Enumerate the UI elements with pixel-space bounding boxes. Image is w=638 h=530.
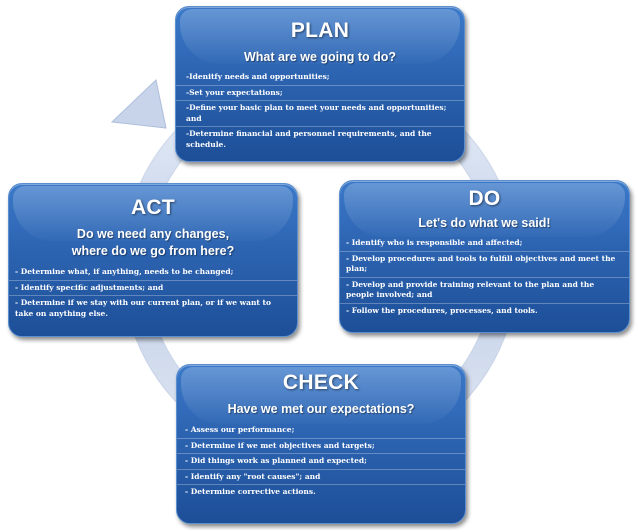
- do-title: DO: [468, 187, 501, 210]
- list-item: - Identify who is responsible and affect…: [340, 236, 629, 252]
- list-item: - Follow the procedures, processes, and …: [346, 305, 538, 315]
- list-item: - Did things work as planned and expecte…: [177, 454, 465, 470]
- plan-list: -Idenitfy needs and opportunities; -Set …: [176, 70, 464, 152]
- act-question-line2: where do we go from here?: [71, 244, 235, 258]
- list-item: -Determine financial and personnel requi…: [186, 129, 432, 149]
- act-list: - Determine what, if anything, needs to …: [9, 265, 297, 321]
- list-item: - Assess our performance;: [177, 423, 465, 439]
- check-title: CHECK: [282, 371, 360, 394]
- do-list: - Identify who is responsible and affect…: [340, 236, 629, 318]
- check-list: - Assess our performance; - Determine if…: [177, 423, 465, 500]
- list-item: - Identify any "root causes"; and: [177, 470, 465, 485]
- list-item: - Identify specific adjustments; and: [9, 281, 297, 296]
- list-item: - Determine what, if anything, needs to …: [9, 265, 297, 281]
- act-box: ACT Do we need any changes, where do we …: [8, 183, 298, 337]
- do-box: DO Let's do what we said! - Identify who…: [339, 180, 630, 333]
- list-item: - Determine corrective actions.: [185, 487, 316, 496]
- act-question: Do we need any changes, where do we go f…: [9, 226, 297, 260]
- list-item: - Determine if we met objectives and tar…: [177, 439, 465, 454]
- check-question: Have we met our expectations?: [227, 402, 415, 416]
- check-box: CHECK Have we met our expectations? - As…: [176, 364, 466, 524]
- do-question: Let's do what we said!: [418, 216, 551, 230]
- arrowhead: [110, 79, 167, 129]
- list-item: -Define your basic plan to meet your nee…: [176, 101, 464, 127]
- plan-title: PLAN: [290, 19, 350, 42]
- list-item: - Develop procedures and tools to fulfil…: [340, 252, 629, 278]
- plan-question: What are we going to do?: [243, 50, 397, 64]
- list-item: - Determine if we stay with our current …: [15, 298, 271, 318]
- plan-box: PLAN What are we going to do? -Idenitfy …: [175, 6, 465, 162]
- list-item: - Develop and provide training relevant …: [340, 278, 629, 304]
- list-item: -Idenitfy needs and opportunities;: [176, 70, 464, 86]
- act-question-line1: Do we need any changes,: [76, 227, 230, 241]
- act-title: ACT: [130, 196, 176, 219]
- list-item: -Set your expectations;: [176, 86, 464, 101]
